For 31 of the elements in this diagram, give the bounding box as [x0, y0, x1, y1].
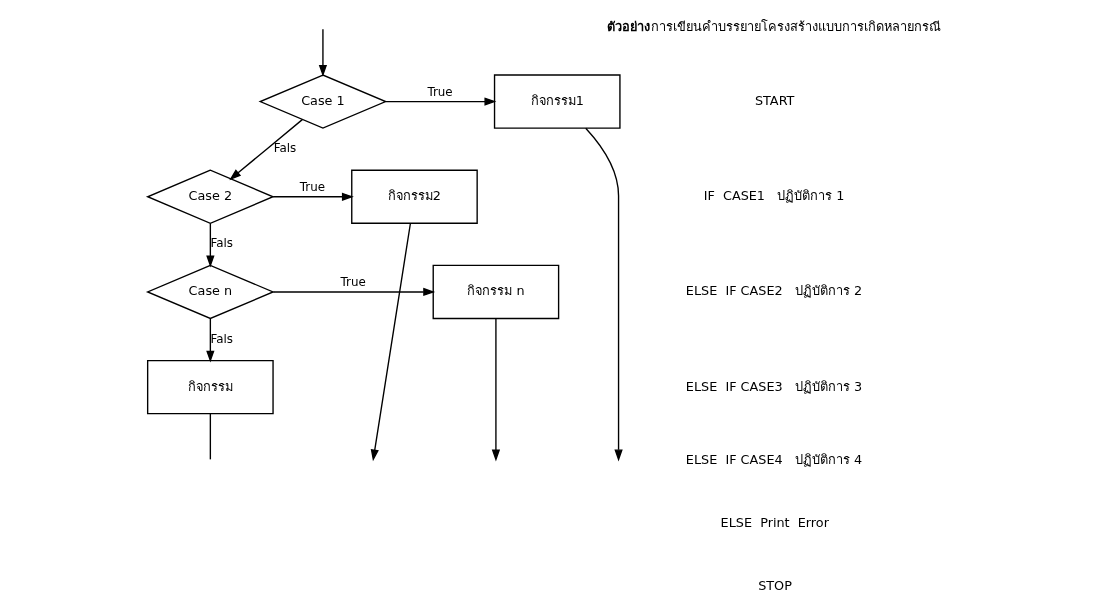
arrow	[584, 127, 623, 462]
arrow	[228, 118, 303, 181]
node-diamond: Case n	[145, 264, 275, 320]
edge-label: Fals	[210, 331, 233, 346]
label: ELSE IF CASE3 ปฏิบัติการ 3	[685, 378, 862, 394]
edge-label: Fals	[273, 141, 296, 156]
node-diamond: Case 1	[258, 74, 387, 129]
label: ELSE Print Error	[720, 514, 829, 530]
arrow	[272, 287, 435, 297]
label: ELSE IF CASE4 ปฏิบัติการ 4	[685, 451, 862, 467]
edge-label: Fals	[210, 236, 233, 251]
node-box: กิจกรรม	[146, 359, 274, 415]
node-box: กิจกรรม1	[493, 74, 621, 129]
arrow	[384, 97, 496, 106]
label: START	[754, 92, 794, 108]
arrow	[205, 222, 215, 268]
label: ตัวอย่างการเขียนคำบรรยายโครงสร้างแบบการเกิดหลายกรณี	[606, 18, 941, 34]
label: STOP	[757, 578, 792, 594]
arrow	[318, 28, 327, 77]
arrow	[272, 192, 354, 201]
arrow	[491, 317, 500, 462]
node-box: กิจกรรม n	[432, 264, 559, 320]
arrow	[370, 222, 411, 462]
connector	[209, 413, 211, 461]
edge-label: True	[340, 274, 366, 289]
arrow	[205, 317, 215, 363]
label: ELSE IF CASE2 ปฏิบัติการ 2	[685, 283, 862, 299]
edge-label: True	[426, 84, 453, 99]
label: IF CASE1 ปฏิบัติการ 1	[703, 188, 844, 204]
edge-label: True	[299, 179, 325, 194]
node-box: กิจกรรม2	[350, 169, 478, 224]
